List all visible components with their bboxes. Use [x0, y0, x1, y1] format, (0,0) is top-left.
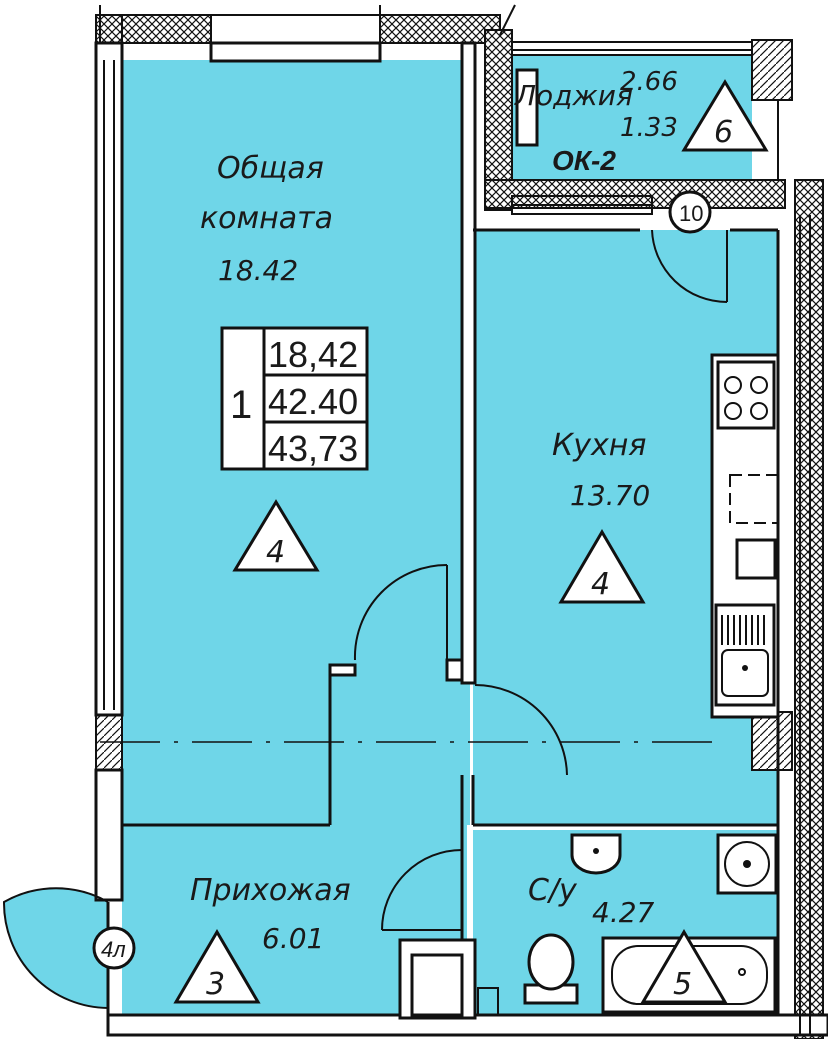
left-wall-lower	[94, 768, 124, 902]
labels: Общая комната 18.42 1 18,42 42.40 43,73 …	[101, 67, 733, 1002]
hall-name: Прихожая	[190, 873, 351, 908]
left-wall	[94, 41, 124, 717]
kitchen-name: Кухня	[552, 428, 646, 463]
summary-total-area: 42.40	[268, 381, 358, 422]
entry-door-swing	[2, 887, 109, 1009]
marker-triangle-bath	[640, 929, 728, 1004]
bath-door-swing	[381, 849, 463, 931]
living-marker: 4	[266, 535, 285, 570]
living-room-name-line2: комната	[200, 201, 333, 236]
marker-circle-top	[668, 190, 712, 234]
hall-marker: 3	[206, 967, 225, 1002]
corridor-fill	[330, 665, 470, 825]
partition-living-hall	[328, 663, 357, 677]
kitchen-area: 13.70	[570, 479, 650, 512]
loggia-window-code: ОК-2	[552, 145, 616, 176]
partition-living-kitchen	[460, 41, 477, 685]
top-wall-right	[379, 14, 501, 44]
loggia-marker: 6	[714, 115, 733, 150]
summary-total-with-loggia: 43,73	[268, 428, 358, 469]
loggia-area-full: 2.66	[620, 67, 678, 97]
fridge	[735, 538, 777, 580]
marker-circle-left-label: 4л	[101, 937, 126, 962]
bath-niche-inner	[410, 953, 464, 1017]
top-wall-mid	[209, 41, 382, 63]
walls	[94, 4, 828, 1039]
summary-living-area: 18,42	[268, 334, 358, 375]
loggia-area-reduced: 1.33	[620, 113, 678, 143]
kitchen-column	[751, 711, 793, 771]
loggia-name: Лоджия	[514, 79, 633, 112]
marker-triangle-hall	[173, 929, 261, 1004]
left-column	[95, 711, 123, 771]
top-wall-left	[95, 14, 212, 44]
markers	[92, 79, 769, 1004]
marker-triangle-loggia	[681, 79, 769, 152]
living-room-name-line1: Общая	[217, 151, 324, 186]
bath-marker: 5	[673, 967, 692, 1002]
loggia-radiator	[515, 68, 539, 147]
bath-area: 4.27	[592, 896, 655, 929]
toilet-bowl	[527, 933, 575, 991]
bath-name: С/у	[528, 873, 578, 908]
marker-circle-left	[92, 926, 136, 970]
hall-area: 6.01	[262, 922, 324, 955]
partition-stub	[445, 658, 464, 682]
loggia-column	[751, 39, 793, 101]
summary-table	[220, 326, 369, 471]
kitchen-marker: 4	[591, 567, 610, 602]
marker-circle-top-label: 10	[679, 201, 703, 226]
balcony-door-swing	[651, 229, 728, 304]
marker-triangle-kitchen	[558, 529, 646, 604]
loggia-wall-bottom	[484, 179, 786, 209]
stove	[716, 360, 776, 430]
living-door-swing	[353, 564, 448, 661]
living-room-area: 18.42	[218, 254, 298, 287]
kitchen-door-swing	[474, 684, 568, 776]
marker-triangle-living	[232, 499, 320, 572]
summary-rooms-count: 1	[230, 383, 252, 427]
entry-door-fill	[3, 888, 108, 1008]
kitchen-fixtures	[710, 353, 780, 719]
